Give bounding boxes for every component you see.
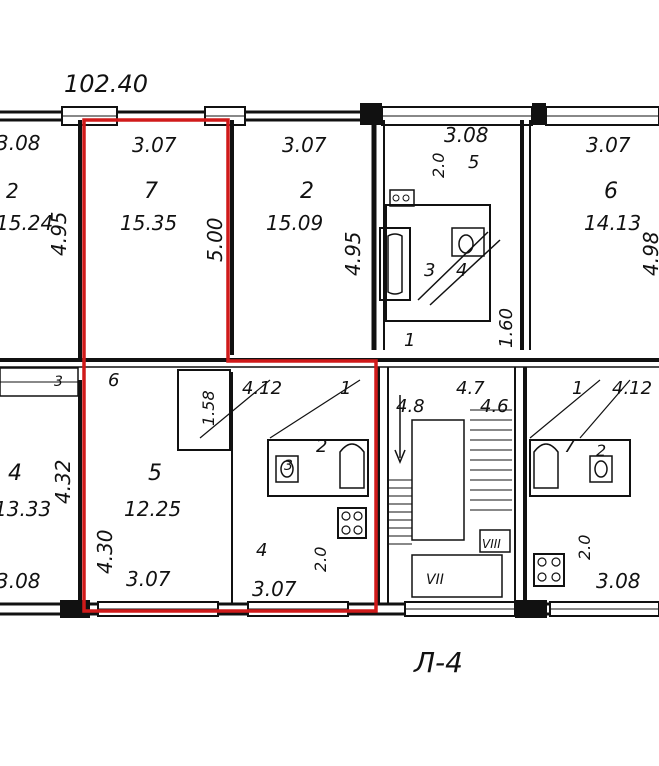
labels: 102.40 3.08 2 15.24 4.95 3.07 7 15.35 5.… bbox=[0, 70, 659, 679]
room-6-depth: 4.98 bbox=[639, 231, 659, 276]
stair-b: 4.7 bbox=[456, 378, 485, 399]
left-top-number: 2 bbox=[6, 179, 19, 203]
stair-c: 4.6 bbox=[480, 396, 509, 417]
room-6-number: 6 bbox=[604, 179, 618, 204]
bath-number: 3 bbox=[424, 260, 435, 281]
depth-160: 1.60 bbox=[496, 308, 517, 348]
room-5-top-width: 3.08 bbox=[444, 123, 489, 147]
room-5-width: 3.07 bbox=[126, 567, 171, 591]
room-5-top-number: 5 bbox=[468, 152, 479, 173]
right-bottom-depth: 2.0 bbox=[575, 535, 594, 560]
room-4-left-depth: 4.32 bbox=[51, 459, 75, 504]
hall-width-right: 4.12 bbox=[612, 378, 652, 399]
bath-number-2: 4 bbox=[456, 260, 467, 281]
room-5-depth: 4.30 bbox=[93, 529, 117, 574]
room-4-left-number: 4 bbox=[8, 461, 22, 486]
room-2-number: 2 bbox=[300, 179, 314, 204]
hall-corridor-number: 1 bbox=[340, 378, 351, 399]
stair-treads bbox=[199, 379, 631, 545]
hall-width: 4.12 bbox=[242, 378, 282, 399]
room-5-top-depth: 2.0 bbox=[429, 153, 448, 178]
left-top-area: 15.24 bbox=[0, 211, 53, 235]
top-dimension: 102.40 bbox=[64, 70, 148, 98]
outer-walls bbox=[0, 103, 659, 618]
room-7-area: 15.35 bbox=[120, 211, 177, 235]
wc-left-number: 3 bbox=[284, 458, 293, 474]
room-4-left-area: 13.33 bbox=[0, 497, 51, 521]
corridor-number: 1 bbox=[404, 330, 415, 351]
room-7-width: 3.07 bbox=[132, 133, 177, 157]
left-top-depth: 4.95 bbox=[47, 211, 71, 256]
hall-left-number: 6 bbox=[108, 370, 119, 391]
left-top-width: 3.08 bbox=[0, 131, 41, 155]
stair-a: 4.8 bbox=[396, 396, 425, 417]
room-4-left-width: 3.08 bbox=[0, 569, 41, 593]
wc-number: 2 bbox=[316, 436, 327, 457]
hall-depth: 1.58 bbox=[199, 390, 218, 426]
room-6-width: 3.07 bbox=[586, 133, 631, 157]
room-4-number: 4 bbox=[256, 540, 267, 561]
room-2-depth: 4.95 bbox=[341, 231, 365, 276]
section-vii: VII bbox=[426, 572, 444, 588]
hall-left-3: 3 bbox=[54, 374, 63, 390]
apartment-highlight bbox=[82, 118, 378, 613]
room-2-width: 3.07 bbox=[282, 133, 327, 157]
room-4-depth: 2.0 bbox=[311, 547, 330, 572]
hall-corridor-number-right: 1 bbox=[572, 378, 583, 399]
room-5-area: 12.25 bbox=[124, 497, 181, 521]
room-5-number: 5 bbox=[148, 461, 162, 486]
wc-right-number: 7 bbox=[564, 436, 576, 457]
right-bottom-width: 3.08 bbox=[596, 569, 641, 593]
room-2-area: 15.09 bbox=[266, 211, 323, 235]
room-4-width: 3.07 bbox=[252, 577, 297, 601]
room-7-number: 7 bbox=[144, 179, 158, 204]
room-6-area: 14.13 bbox=[584, 211, 641, 235]
axis-label: Л-4 bbox=[413, 646, 463, 679]
section-viii: VIII bbox=[482, 537, 501, 551]
wc-number-right: 2 bbox=[596, 441, 606, 460]
room-7-depth: 5.00 bbox=[203, 217, 227, 262]
